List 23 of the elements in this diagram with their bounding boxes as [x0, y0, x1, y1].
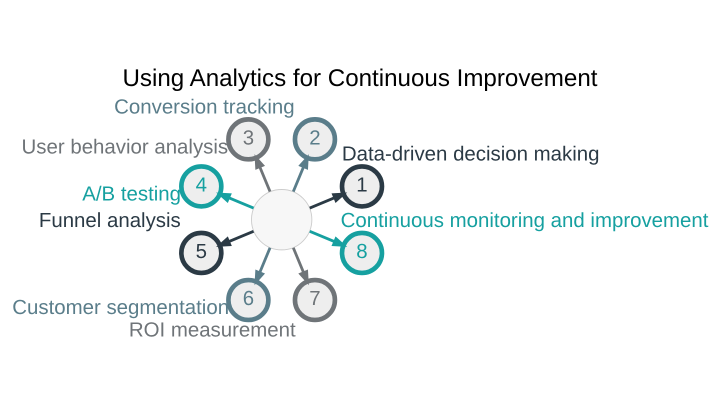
node-circle: 2 [292, 117, 338, 162]
arrow [292, 247, 309, 286]
arrow [254, 247, 272, 286]
arrow [292, 154, 309, 192]
node-circle: 4 [179, 164, 224, 209]
node-label: Conversion tracking [114, 96, 295, 118]
node-label: User behavior analysis [22, 136, 228, 158]
node-label: Data-driven decision making [342, 143, 600, 166]
arrow [216, 230, 254, 247]
node-label: A/B testing [82, 183, 182, 206]
diagram-title: Using Analytics for Continuous Improvement [122, 64, 598, 92]
node-label: Continuous monitoring and improvement [340, 210, 708, 232]
node-label: Funnel analysis [38, 210, 181, 232]
node-circle: 3 [226, 117, 271, 162]
arrow [254, 154, 272, 192]
node-circle: 1 [340, 164, 384, 209]
arrow [216, 192, 254, 210]
node-circle: 8 [340, 230, 384, 276]
node-circle: 5 [179, 230, 224, 276]
node-circle: 7 [292, 278, 338, 322]
node-circle [251, 189, 312, 250]
arrow [309, 230, 348, 247]
arrow [309, 192, 348, 210]
